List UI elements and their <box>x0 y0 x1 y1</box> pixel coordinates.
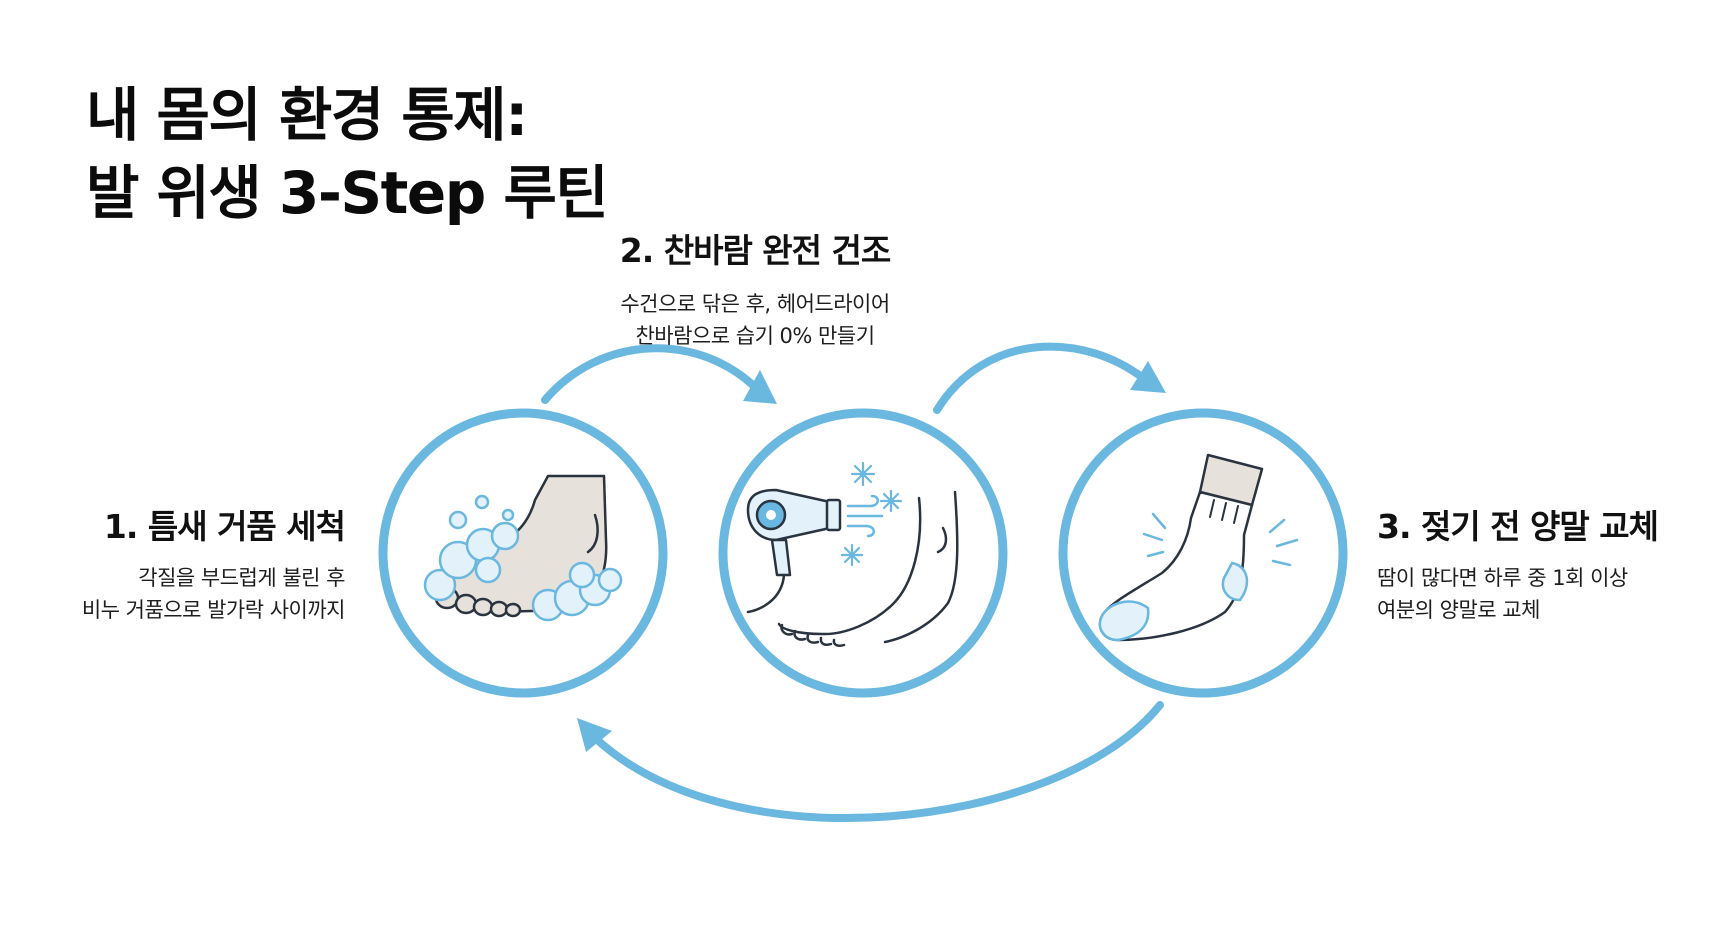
sock-icon <box>1098 453 1299 642</box>
page-title: 내 몸의 환경 통제: 발 위생 3-Step 루틴 <box>86 76 609 232</box>
arrowhead-3 <box>577 718 612 752</box>
step-3-description: 땀이 많다면 하루 중 1회 이상 여분의 양말로 교체 <box>1377 562 1658 626</box>
arrowhead-2 <box>1130 361 1166 393</box>
arrow-step1-to-step2 <box>541 344 764 404</box>
step-3-text: 3. 젖기 전 양말 교체 땀이 많다면 하루 중 1회 이상 여분의 양말로 … <box>1377 500 1659 626</box>
arrow-step2-to-step3 <box>933 342 1152 414</box>
step-1-desc-line-2: 비누 거품으로 발가락 사이까지 <box>81 598 346 622</box>
step-3-title: 3. 젖기 전 양말 교체 <box>1377 507 1659 546</box>
step-1-text: 1. 틈새 거품 세척 각질을 부드럽게 불린 후 비누 거품으로 발가락 사이… <box>81 500 346 626</box>
step-2-desc-line-2: 찬바람으로 습기 0% 만들기 <box>635 324 875 348</box>
title-line-2: 발 위생 3-Step 루틴 <box>86 159 609 227</box>
step-1-description: 각질을 부드럽게 불린 후 비누 거품으로 발가락 사이까지 <box>81 562 346 626</box>
step2-circle <box>718 408 1008 698</box>
step-2-text: 2. 찬바람 완전 건조 수건으로 닦은 후, 헤어드라이어 찬바람으로 습기 … <box>555 224 955 352</box>
step-1-desc-line-1: 각질을 부드럽게 불린 후 <box>138 566 345 590</box>
arrowhead-1 <box>743 370 777 404</box>
title-line-1: 내 몸의 환경 통제: <box>86 81 528 149</box>
step-1-title: 1. 틈새 거품 세척 <box>103 507 346 546</box>
step-2-description: 수건으로 닦은 후, 헤어드라이어 찬바람으로 습기 0% 만들기 <box>555 288 955 352</box>
step-3-desc-line-1: 땀이 많다면 하루 중 1회 이상 <box>1377 566 1628 590</box>
step-2-desc-line-1: 수건으로 닦은 후, 헤어드라이어 <box>620 292 890 316</box>
step-3-desc-line-2: 여분의 양말로 교체 <box>1377 598 1540 622</box>
soapy-foot-icon <box>423 474 623 622</box>
arrow-step3-to-step1 <box>581 701 1164 822</box>
hair-dryer-foot-icon <box>746 461 959 648</box>
step-2-title: 2. 찬바람 완전 건조 <box>619 231 891 270</box>
